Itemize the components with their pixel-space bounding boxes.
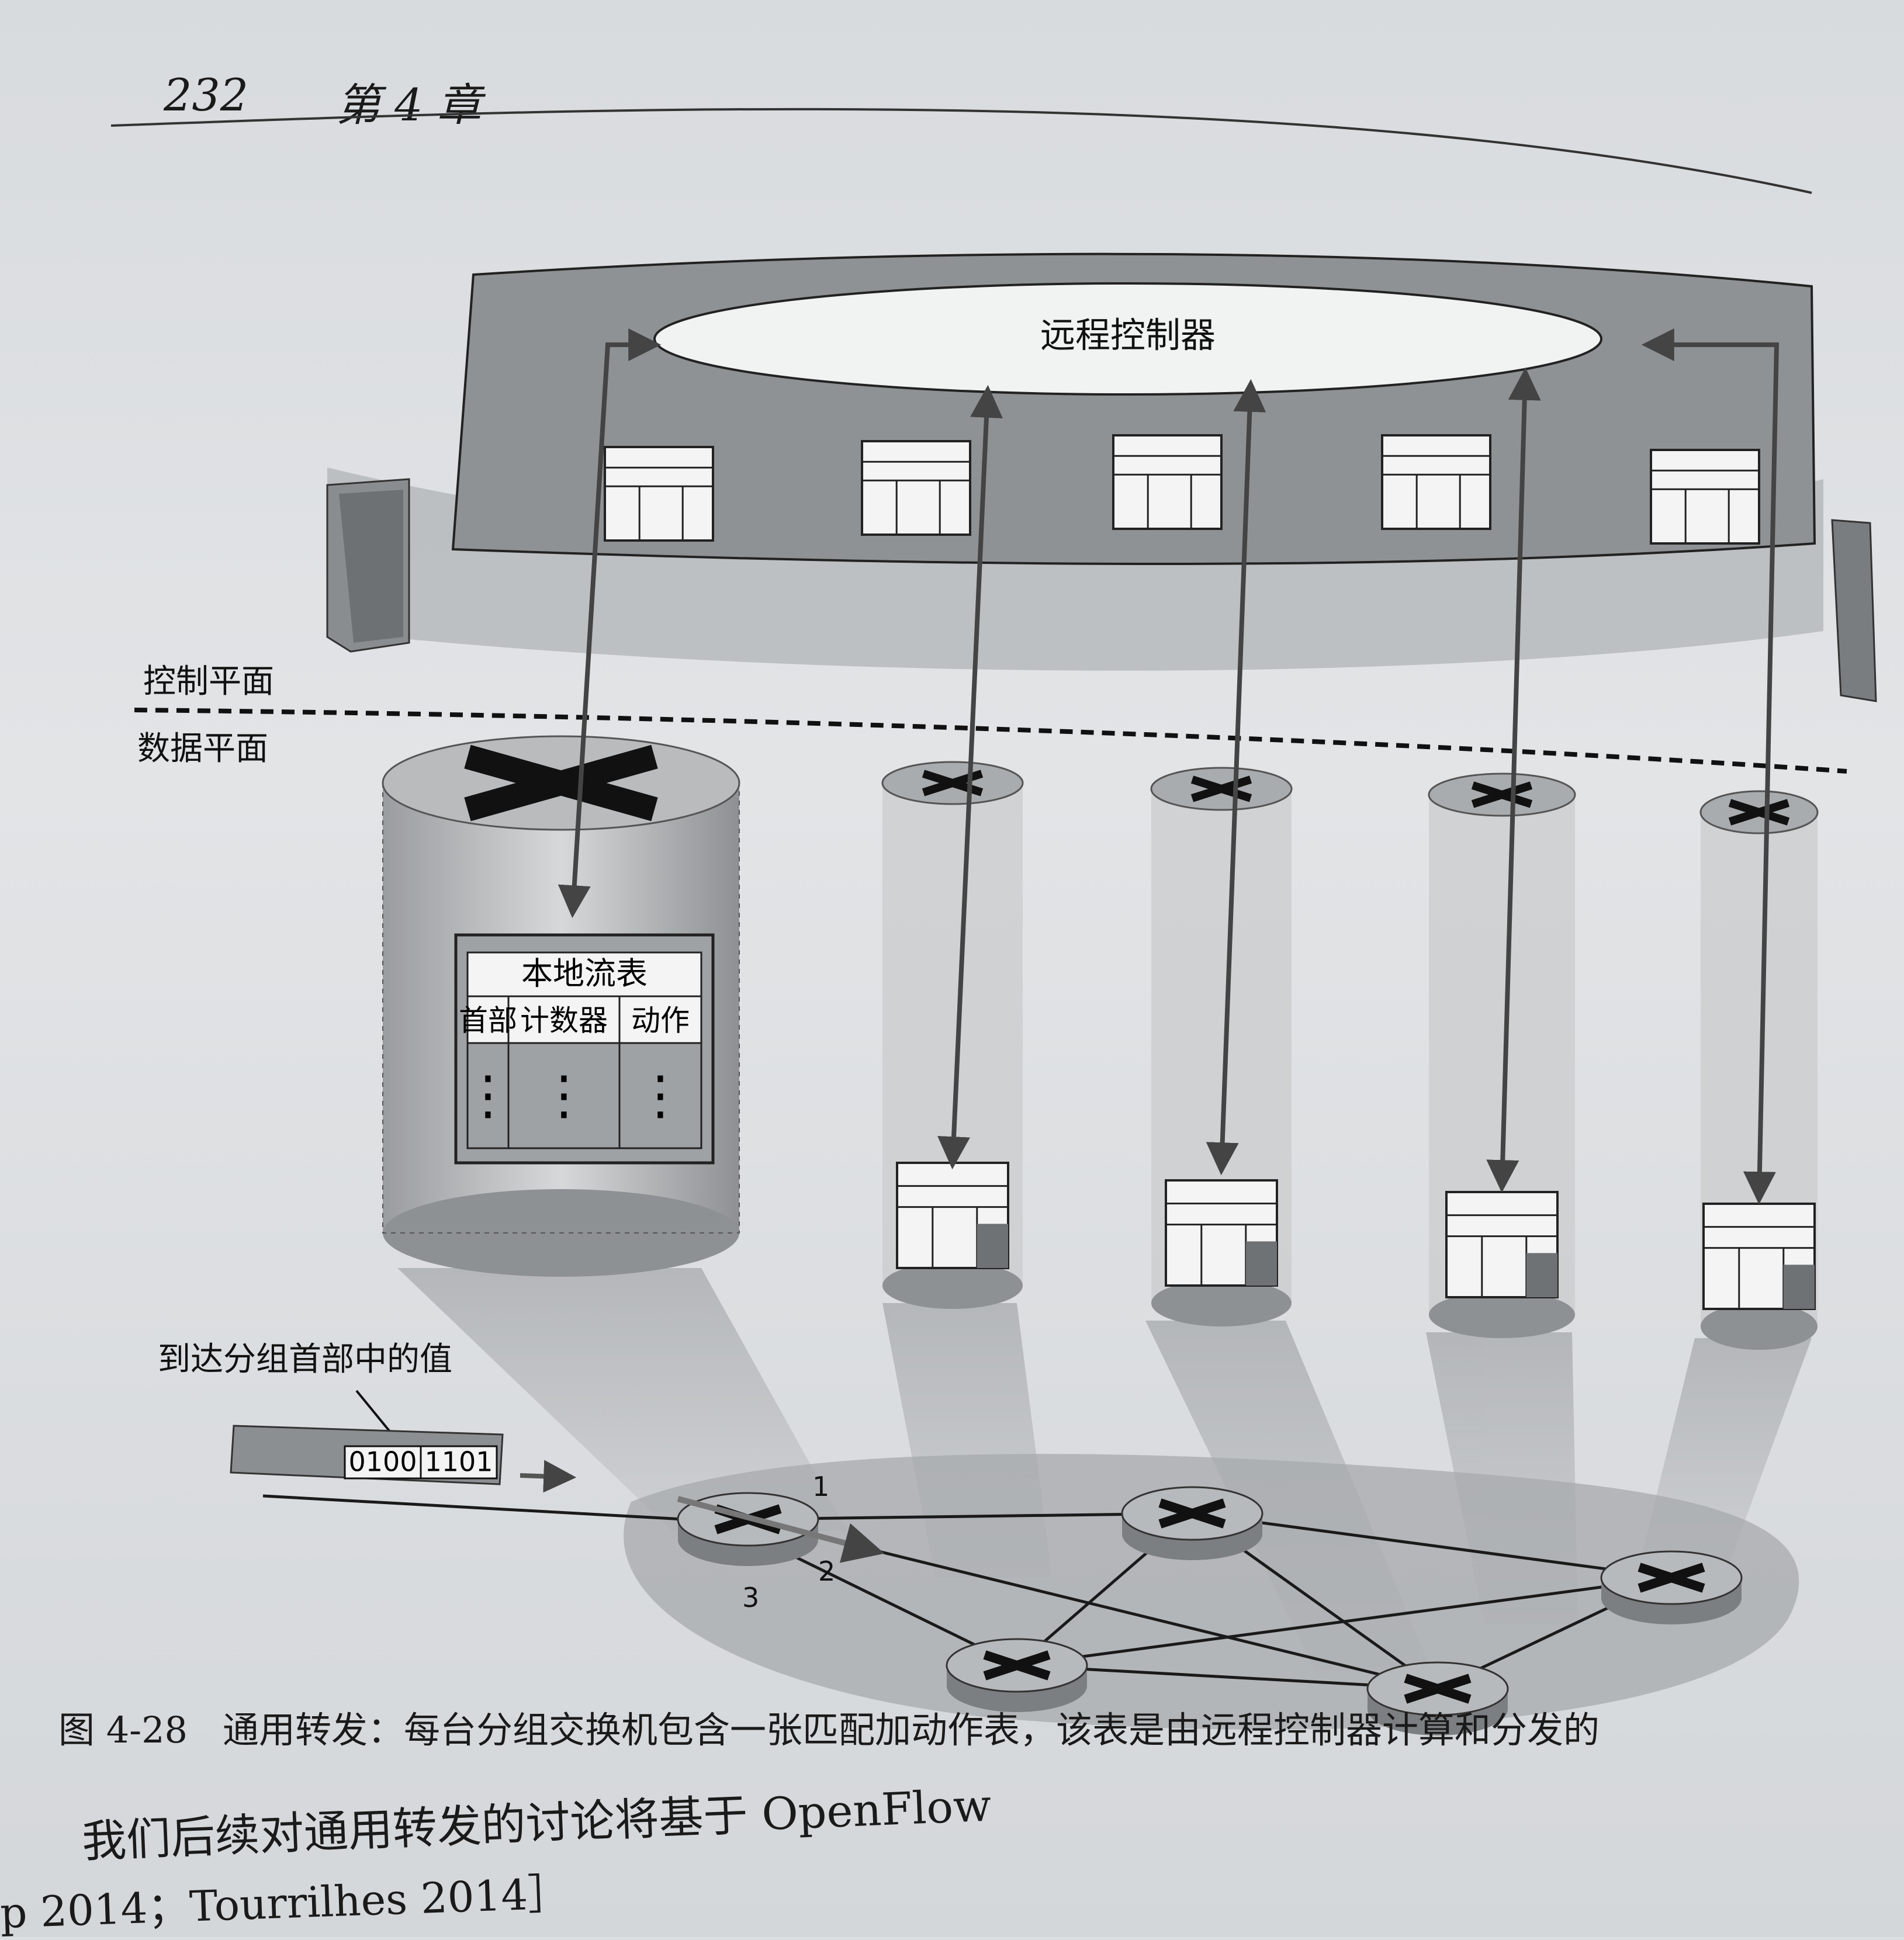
router-icon	[1122, 1487, 1262, 1560]
flow-table-col-header: 首部	[459, 1004, 517, 1038]
local-flow-table: 本地流表 首部 计数器 动作 ⋮ ⋮ ⋮	[456, 935, 713, 1163]
packet-arrow	[520, 1475, 570, 1477]
flow-table-col-action: 动作	[631, 1004, 690, 1038]
port-label: 1	[812, 1471, 829, 1502]
flow-table-icon	[1166, 1180, 1277, 1286]
router-icon	[1601, 1551, 1742, 1624]
packet-bits-1: 1101	[424, 1446, 493, 1478]
generalized-forwarding-figure: 远程控制器 控制平面 数据平面	[0, 0, 1904, 1753]
remote-controller-label: 远程控制器	[1040, 316, 1216, 356]
flow-table-icon	[1382, 435, 1490, 529]
body-text-line: p 2014；Tourrilhes 2014］	[0, 1859, 571, 1940]
packet-bits-0: 0100	[348, 1446, 417, 1478]
small-switch	[1151, 768, 1292, 1326]
body-text-line: 我们后续对通用转发的讨论将基于 OpenFlow	[81, 1769, 992, 1870]
small-switch-cylinders	[882, 762, 1818, 1350]
port-label: 3	[742, 1582, 759, 1613]
flow-table-icon	[1651, 450, 1759, 543]
arriving-packet: 0100 1101	[231, 1426, 503, 1484]
flow-table-icon	[1113, 435, 1221, 529]
server-right	[1832, 520, 1876, 701]
flow-table-icon	[1704, 1204, 1815, 1309]
header-rule	[111, 109, 1812, 193]
small-switch	[882, 762, 1023, 1309]
figure-caption: 图 4-28 通用转发：每台分组交换机包含一张匹配加动作表，该表是由远程控制器计算…	[58, 1700, 1600, 1753]
port-label: 2	[818, 1556, 835, 1587]
flow-table-icon	[1446, 1192, 1557, 1297]
server-left	[327, 479, 409, 652]
plane-divider	[134, 710, 1847, 771]
flow-table-rows-ellipsis: ⋮	[634, 1065, 687, 1126]
local-flow-table-title: 本地流表	[521, 955, 648, 992]
control-plane-label: 控制平面	[143, 663, 274, 701]
flow-table-col-counters: 计数器	[520, 1004, 608, 1038]
flow-table-rows-ellipsis: ⋮	[538, 1065, 590, 1126]
flow-table-icon	[897, 1163, 1008, 1268]
small-switch	[1429, 774, 1575, 1338]
packet-annotation: 到达分组首部中的值	[158, 1340, 452, 1378]
flow-table-rows-ellipsis: ⋮	[462, 1065, 514, 1126]
flow-table-icon	[605, 447, 713, 541]
flow-table-icon	[862, 441, 970, 535]
figure-caption-text: 通用转发：每台分组交换机包含一张匹配加动作表，该表是由远程控制器计算和分发的	[223, 1709, 1600, 1751]
data-plane-label: 数据平面	[137, 730, 268, 768]
small-switch	[1701, 791, 1818, 1350]
figure-number: 图 4-28	[58, 1709, 188, 1751]
